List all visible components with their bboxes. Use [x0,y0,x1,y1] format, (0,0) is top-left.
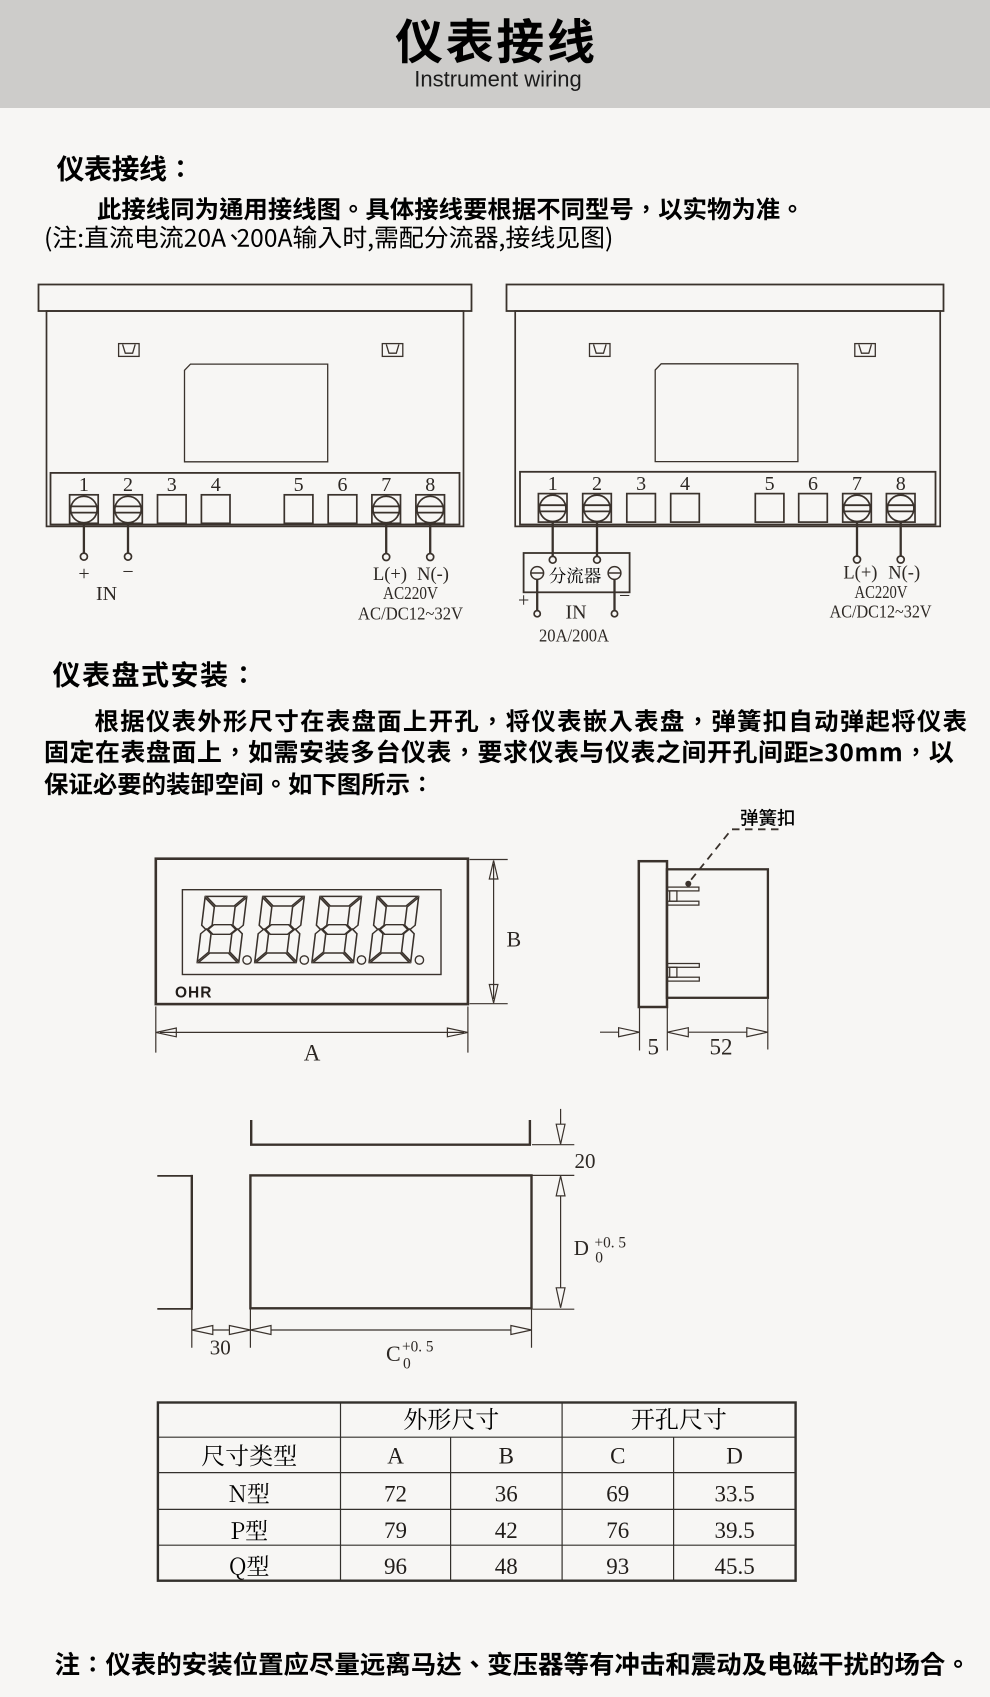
svg-text:AC220V: AC220V [855,582,908,602]
svg-text:A: A [304,1041,321,1066]
svg-text:0: 0 [403,1356,411,1373]
svg-text:IN: IN [96,583,117,605]
svg-text:B: B [506,927,521,952]
svg-text:1: 1 [548,473,558,495]
svg-text:IN: IN [565,602,586,624]
svg-text:48: 48 [495,1554,518,1579]
svg-text:0: 0 [595,1250,603,1267]
svg-text:5: 5 [648,1035,660,1060]
svg-text:7: 7 [852,473,862,495]
svg-text:79: 79 [384,1518,407,1543]
svg-text:30: 30 [210,1336,231,1360]
svg-text:96: 96 [384,1554,407,1579]
svg-text:Instrument wiring: Instrument wiring [414,67,582,92]
svg-text:OHR: OHR [175,985,212,1002]
svg-text:8: 8 [425,474,435,496]
svg-text:L(+): L(+) [843,564,877,584]
svg-text:+0. 5: +0. 5 [595,1235,627,1252]
svg-text:A: A [387,1444,404,1469]
svg-text:−: − [122,561,133,583]
svg-text:B: B [499,1444,514,1469]
svg-text:20A/200A: 20A/200A [539,626,609,646]
svg-text:5: 5 [765,473,775,495]
svg-text:+: + [518,590,529,612]
svg-text:+: + [78,563,89,585]
svg-text:2: 2 [123,474,133,496]
svg-text:72: 72 [384,1482,407,1507]
svg-text:69: 69 [606,1482,629,1507]
svg-text:3: 3 [167,474,177,496]
svg-text:AC/DC12~32V: AC/DC12~32V [358,604,463,624]
svg-text:C: C [610,1444,625,1469]
svg-text:+0. 5: +0. 5 [402,1339,434,1356]
svg-text:1: 1 [79,474,89,496]
svg-text:6: 6 [808,473,818,495]
svg-text:D: D [726,1444,743,1469]
svg-text:D: D [574,1236,589,1260]
svg-text:4: 4 [211,474,221,496]
svg-text:52: 52 [710,1035,733,1060]
svg-text:8: 8 [896,473,906,495]
svg-text:N(-): N(-) [888,564,920,584]
svg-text:3: 3 [636,473,646,495]
svg-text:L(+): L(+) [373,565,407,585]
svg-text:6: 6 [338,474,348,496]
svg-text:36: 36 [495,1482,518,1507]
svg-text:AC/DC12~32V: AC/DC12~32V [830,602,932,622]
svg-text:33.5: 33.5 [714,1482,754,1507]
svg-text:76: 76 [606,1518,629,1543]
svg-text:4: 4 [680,473,690,495]
svg-text:20: 20 [575,1149,596,1173]
svg-text:N(-): N(-) [417,565,449,585]
svg-text:7: 7 [381,474,391,496]
svg-text:AC220V: AC220V [383,583,438,603]
svg-text:39.5: 39.5 [714,1518,754,1543]
svg-text:5: 5 [294,474,304,496]
svg-text:−: − [619,585,630,607]
svg-text:45.5: 45.5 [714,1554,754,1579]
svg-text:93: 93 [606,1554,629,1579]
svg-text:42: 42 [495,1518,518,1543]
svg-text:2: 2 [592,473,602,495]
svg-text:C: C [386,1341,401,1366]
